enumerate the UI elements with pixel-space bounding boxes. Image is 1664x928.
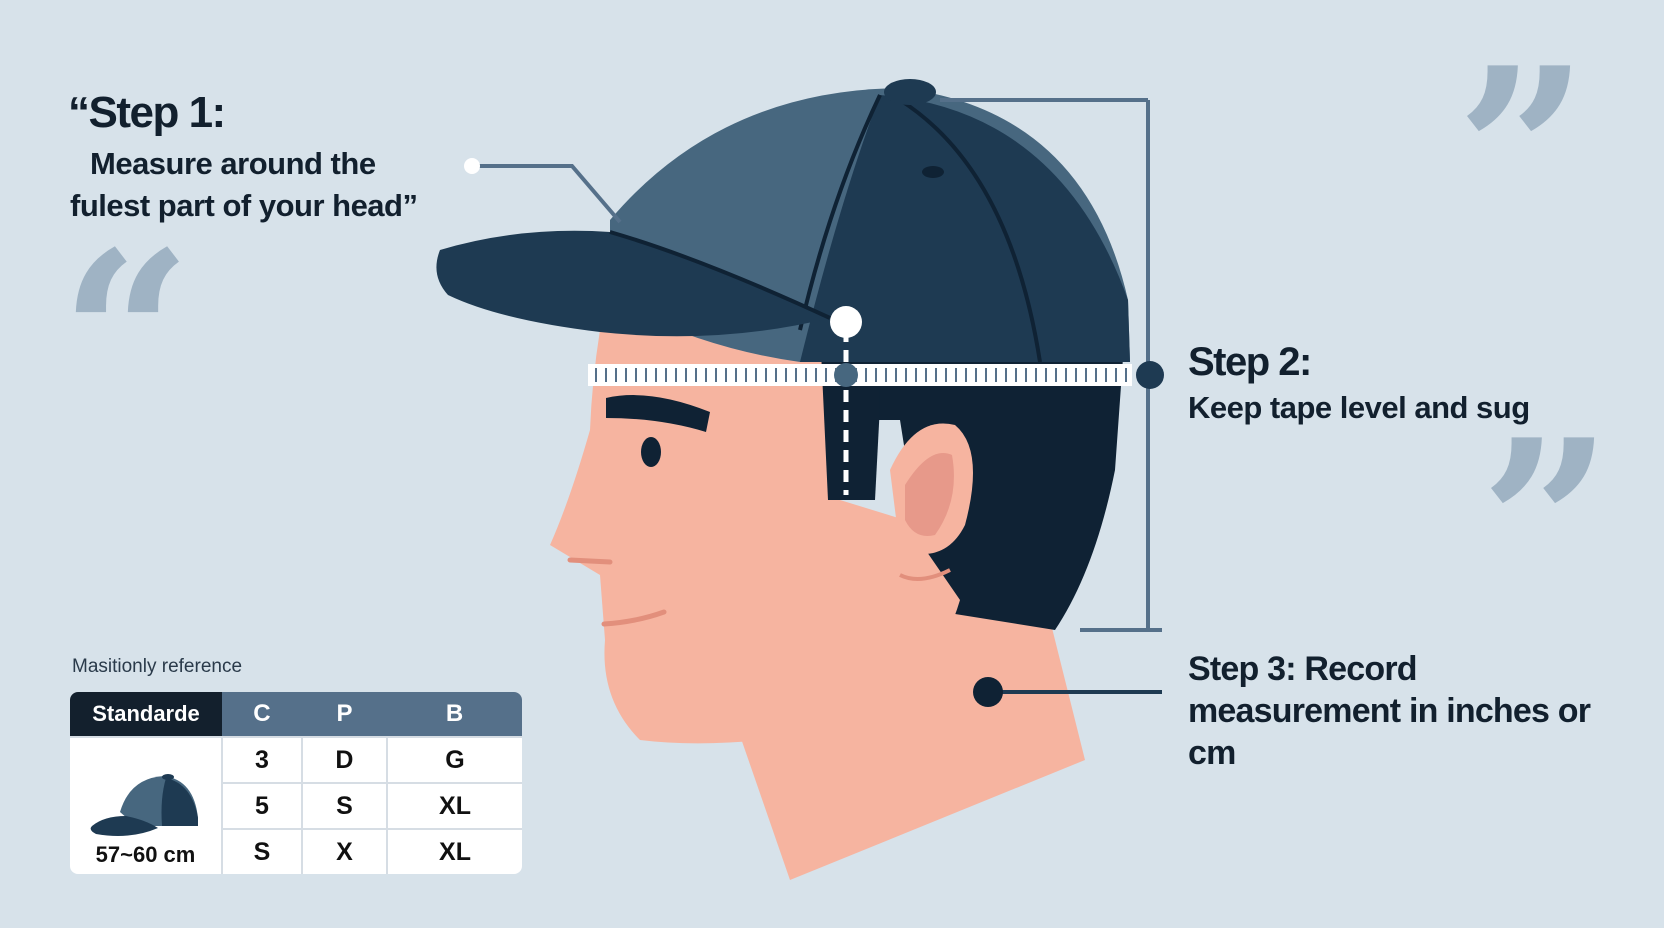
close-quote-mark-top: ” <box>1456 18 1589 288</box>
table-cell: 3 <box>221 736 302 783</box>
step2-text: Keep tape level and sug <box>1188 390 1530 425</box>
size-reference-table: Standarde C P B 57~60 cm 3 D G 5 S X <box>70 692 522 874</box>
mouth <box>601 609 667 627</box>
nose-line <box>567 557 613 565</box>
measuring-tape <box>588 364 1132 386</box>
eyebrow <box>606 395 710 432</box>
table-header: C <box>222 692 302 737</box>
cap-crown-right <box>800 95 1130 362</box>
eye <box>641 437 661 467</box>
table-row: S X XL <box>70 828 522 874</box>
table-cell: S <box>221 828 302 874</box>
step3-text: Step 3: Record measurement in inches or … <box>1188 650 1591 772</box>
step3-marker <box>973 677 1003 707</box>
table-header: Standarde <box>70 692 222 737</box>
step2-title: Step 2: <box>1188 340 1312 384</box>
cap-icon <box>90 774 198 836</box>
jaw-line <box>899 568 951 581</box>
tape-ticks <box>595 368 1127 382</box>
table-row: 57~60 cm 3 D G <box>70 736 522 874</box>
table-cell: G <box>386 736 522 783</box>
cap-brim-edge <box>609 230 831 320</box>
table-row: 5 S XL <box>70 782 522 829</box>
table-cell: S <box>300 782 388 829</box>
table-cell: XL <box>386 782 522 829</box>
hat-cell: 57~60 cm <box>70 736 222 874</box>
step1-leader <box>472 164 622 224</box>
cap-seam-2 <box>898 98 1042 363</box>
step1-text-line1: Measure around the <box>90 146 376 181</box>
step1-title: “Step 1: <box>68 88 226 137</box>
step2-marker <box>1136 361 1164 389</box>
table-header: P <box>301 692 388 737</box>
table-cell: XL <box>386 828 522 874</box>
table-cell: 5 <box>221 782 302 829</box>
table-cell: D <box>300 736 388 783</box>
face <box>550 330 960 744</box>
step1-marker <box>464 158 480 174</box>
cap-seam <box>798 94 882 331</box>
top-marker <box>830 306 862 338</box>
table-header: B <box>387 692 522 737</box>
reference-label: Masitionly reference <box>72 656 243 677</box>
ear-inner <box>905 453 954 536</box>
cap-brim <box>436 230 830 337</box>
step1-text-line2: fulest part of your head” <box>70 188 418 223</box>
table-header-row: Standarde C P B <box>70 692 522 737</box>
cap-button <box>884 79 936 105</box>
tape-marker <box>834 363 858 387</box>
table-cell: X <box>300 828 388 874</box>
open-quote-mark: “ <box>60 202 193 472</box>
close-quote-mark-middle: ” <box>1480 390 1613 660</box>
hat-size-caption: 57~60 cm <box>95 842 196 867</box>
cap-eyelet <box>922 166 944 178</box>
